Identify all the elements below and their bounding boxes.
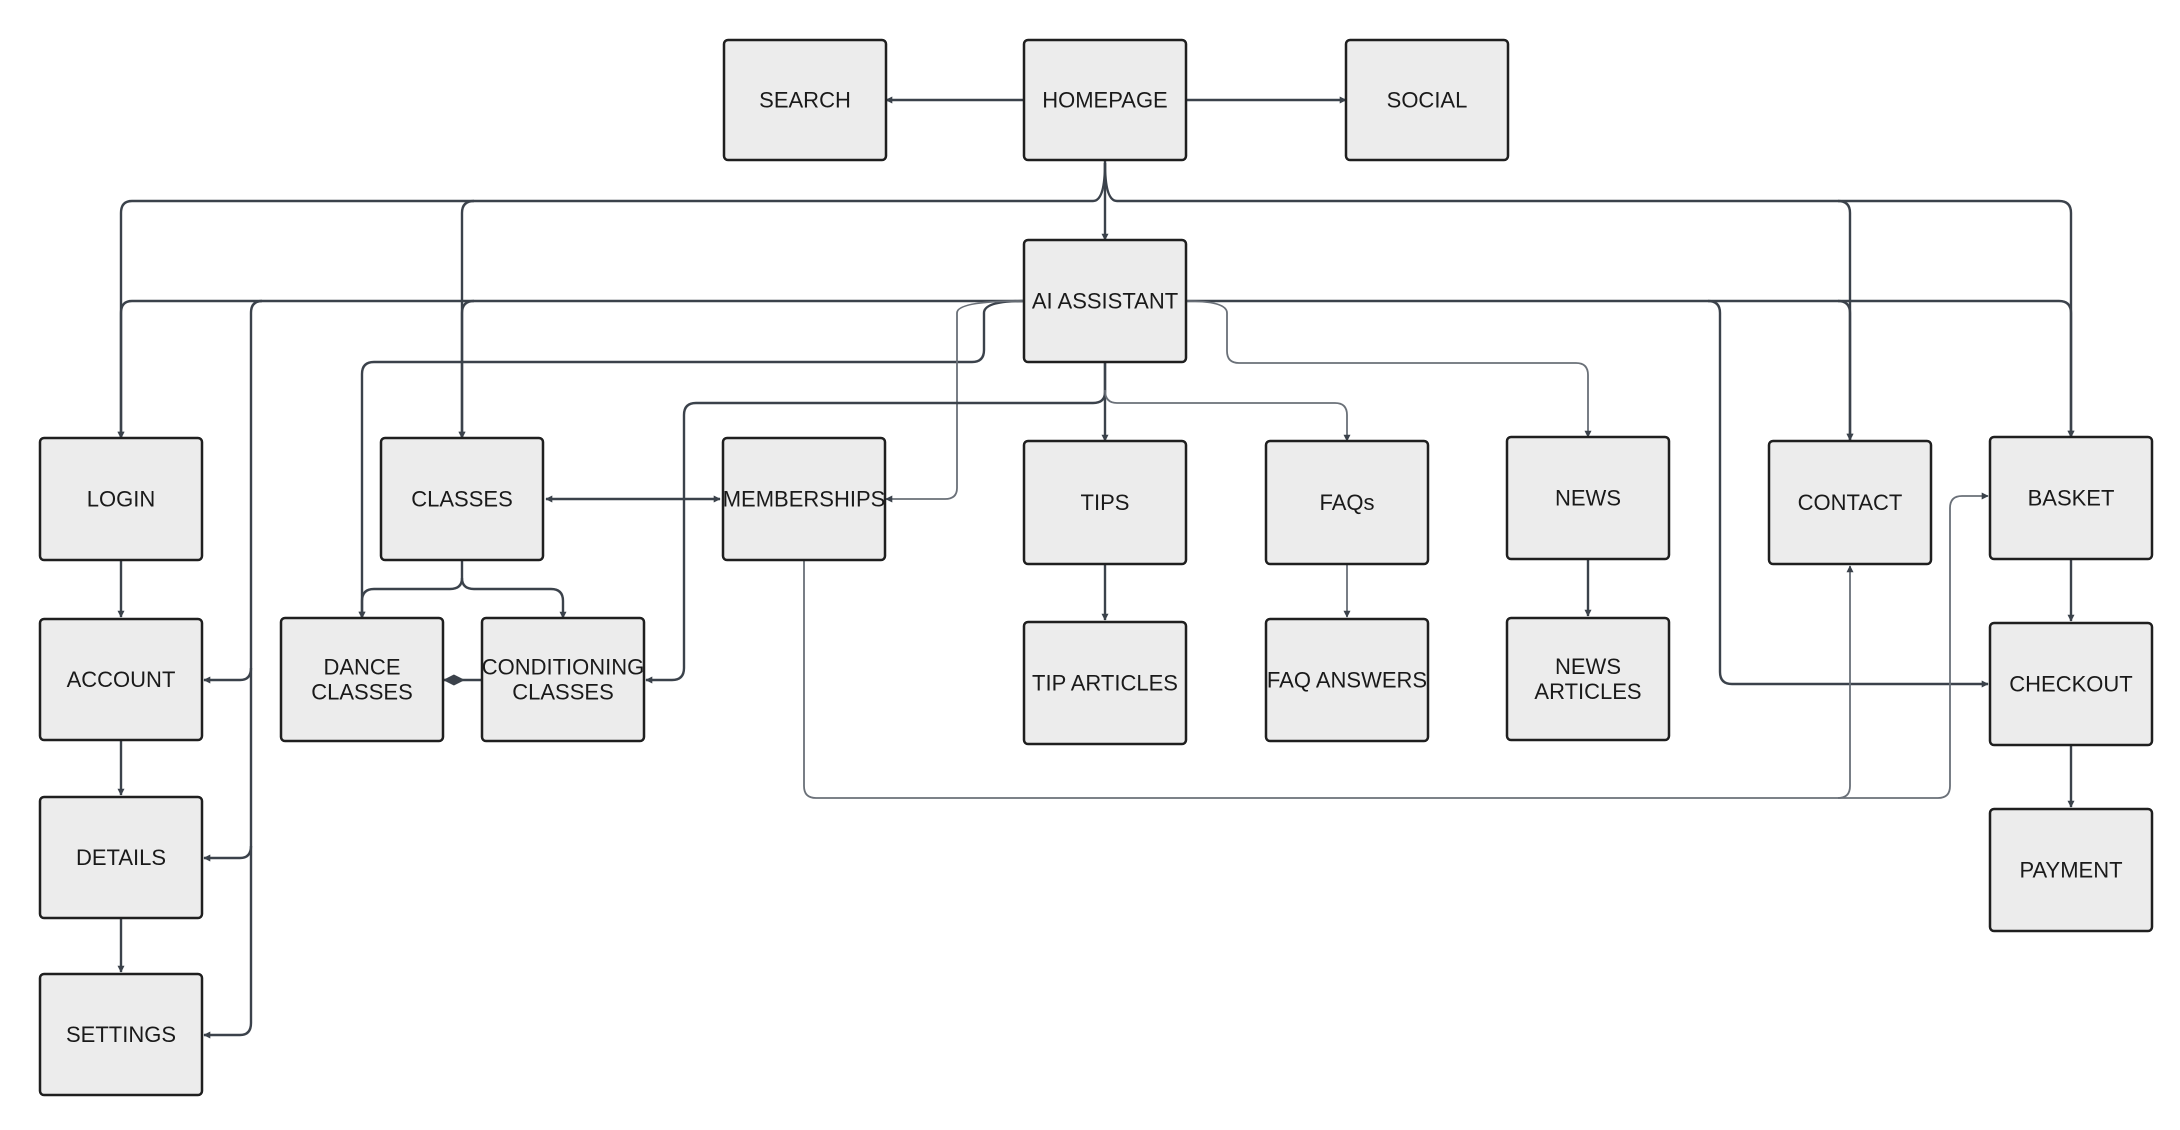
node-label: LOGIN xyxy=(87,487,155,512)
node-label: SOCIAL xyxy=(1387,88,1468,113)
node-basket: BASKET xyxy=(1988,435,2154,561)
node-label: TIPS xyxy=(1081,490,1130,515)
node-label: AI ASSISTANT xyxy=(1032,289,1178,314)
node-box xyxy=(1505,616,1671,742)
node-label: HOMEPAGE xyxy=(1042,88,1168,113)
node-details: DETAILS xyxy=(38,795,204,920)
node-label: MEMBERSHIPS xyxy=(723,487,886,512)
node-box xyxy=(1022,238,1188,364)
node-label: DANCE xyxy=(323,655,400,680)
edge-homepage-basket xyxy=(1838,199,2075,438)
edge-memberships-contact xyxy=(803,560,1854,799)
node-box xyxy=(1767,439,1933,566)
node-label: NEWS xyxy=(1555,654,1621,679)
nodes-layer: SEARCH HOMEPAGE SOCIAL AI ASSISTANT LOGIN CLA… xyxy=(38,38,2154,1097)
node-label: BASKET xyxy=(2028,486,2115,511)
node-box xyxy=(1022,620,1188,746)
node-search: SEARCH xyxy=(722,38,888,162)
node-box xyxy=(1988,807,2154,933)
node-label: DETAILS xyxy=(76,845,166,870)
node-faqs: FAQs xyxy=(1264,439,1430,566)
node-label: CLASSES xyxy=(411,487,513,512)
edge-ai-assistant-news xyxy=(1185,300,1592,438)
edge-memberships-basket xyxy=(1838,492,1989,799)
edge-homepage-classes xyxy=(458,199,475,439)
node-payment: PAYMENT xyxy=(1988,807,2154,933)
edge-classes-dance-classes xyxy=(358,560,464,619)
node-box xyxy=(1505,435,1671,561)
node-box xyxy=(38,972,204,1097)
edge-ai-assistant-faqs xyxy=(1104,389,1351,442)
node-faq-answers: FAQ ANSWERS xyxy=(1264,617,1430,743)
node-tip-articles: TIP ARTICLES xyxy=(1022,620,1188,746)
edge-ai-assistant-checkout xyxy=(1707,299,1989,688)
node-homepage: HOMEPAGE xyxy=(1022,38,1188,162)
node-label: PAYMENT xyxy=(2019,858,2122,883)
node-label: CONDITIONING xyxy=(482,655,645,680)
node-contact: CONTACT xyxy=(1767,439,1933,566)
edge-ai-assistant-classes xyxy=(458,299,475,439)
node-box xyxy=(480,616,646,743)
node-box xyxy=(1022,439,1188,566)
node-classes: CLASSES xyxy=(379,436,545,562)
node-label: CONTACT xyxy=(1798,490,1903,515)
edge-ai-assistant-contact xyxy=(1186,299,1854,441)
node-label: NEWS xyxy=(1555,486,1621,511)
node-box xyxy=(38,617,204,742)
node-label: CLASSES xyxy=(311,680,413,705)
edge-ai-assistant-details xyxy=(203,668,253,862)
node-box xyxy=(1988,621,2154,747)
edge-ai-assistant-login xyxy=(117,299,1024,439)
edge-ai-assistant-memberships xyxy=(885,300,1025,503)
node-box xyxy=(1264,617,1430,743)
node-tips: TIPS xyxy=(1022,439,1188,566)
edge-ai-assistant-settings xyxy=(203,846,253,1039)
edge-classes-conditioning-classes xyxy=(460,577,567,619)
node-label: ACCOUNT xyxy=(67,667,176,692)
node-label: FAQs xyxy=(1319,490,1374,515)
node-box xyxy=(279,616,445,743)
node-box xyxy=(1264,439,1430,566)
node-box xyxy=(1988,435,2154,561)
node-memberships: MEMBERSHIPS xyxy=(721,436,887,562)
node-box xyxy=(722,38,888,162)
edge-ai-assistant-basket xyxy=(1838,299,2075,438)
edge-ai-assistant-dance-classes xyxy=(358,299,1025,619)
node-news: NEWS xyxy=(1505,435,1671,561)
node-checkout: CHECKOUT xyxy=(1988,621,2154,747)
node-label: ARTICLES xyxy=(1534,679,1641,704)
node-account: ACCOUNT xyxy=(38,617,204,742)
edge-ai-assistant-account xyxy=(203,299,263,684)
node-social: SOCIAL xyxy=(1344,38,1510,162)
edge-homepage-login xyxy=(117,162,1107,439)
node-box xyxy=(1022,38,1188,162)
node-box xyxy=(38,436,204,562)
node-label: SETTINGS xyxy=(66,1022,176,1047)
node-settings: SETTINGS xyxy=(38,972,204,1097)
edge-ai-assistant-conditioning-classes xyxy=(645,362,1107,684)
edges-layer xyxy=(117,96,2075,1039)
node-box xyxy=(38,795,204,920)
node-box xyxy=(1344,38,1510,162)
node-label: CHECKOUT xyxy=(2009,672,2132,697)
node-login: LOGIN xyxy=(38,436,204,562)
node-box xyxy=(721,436,887,562)
node-label: CLASSES xyxy=(512,680,614,705)
node-label: SEARCH xyxy=(759,88,851,113)
node-ai-assistant: AI ASSISTANT xyxy=(1022,238,1188,364)
node-box xyxy=(379,436,545,562)
node-label: FAQ ANSWERS xyxy=(1267,668,1427,693)
node-label: TIP ARTICLES xyxy=(1032,671,1178,696)
